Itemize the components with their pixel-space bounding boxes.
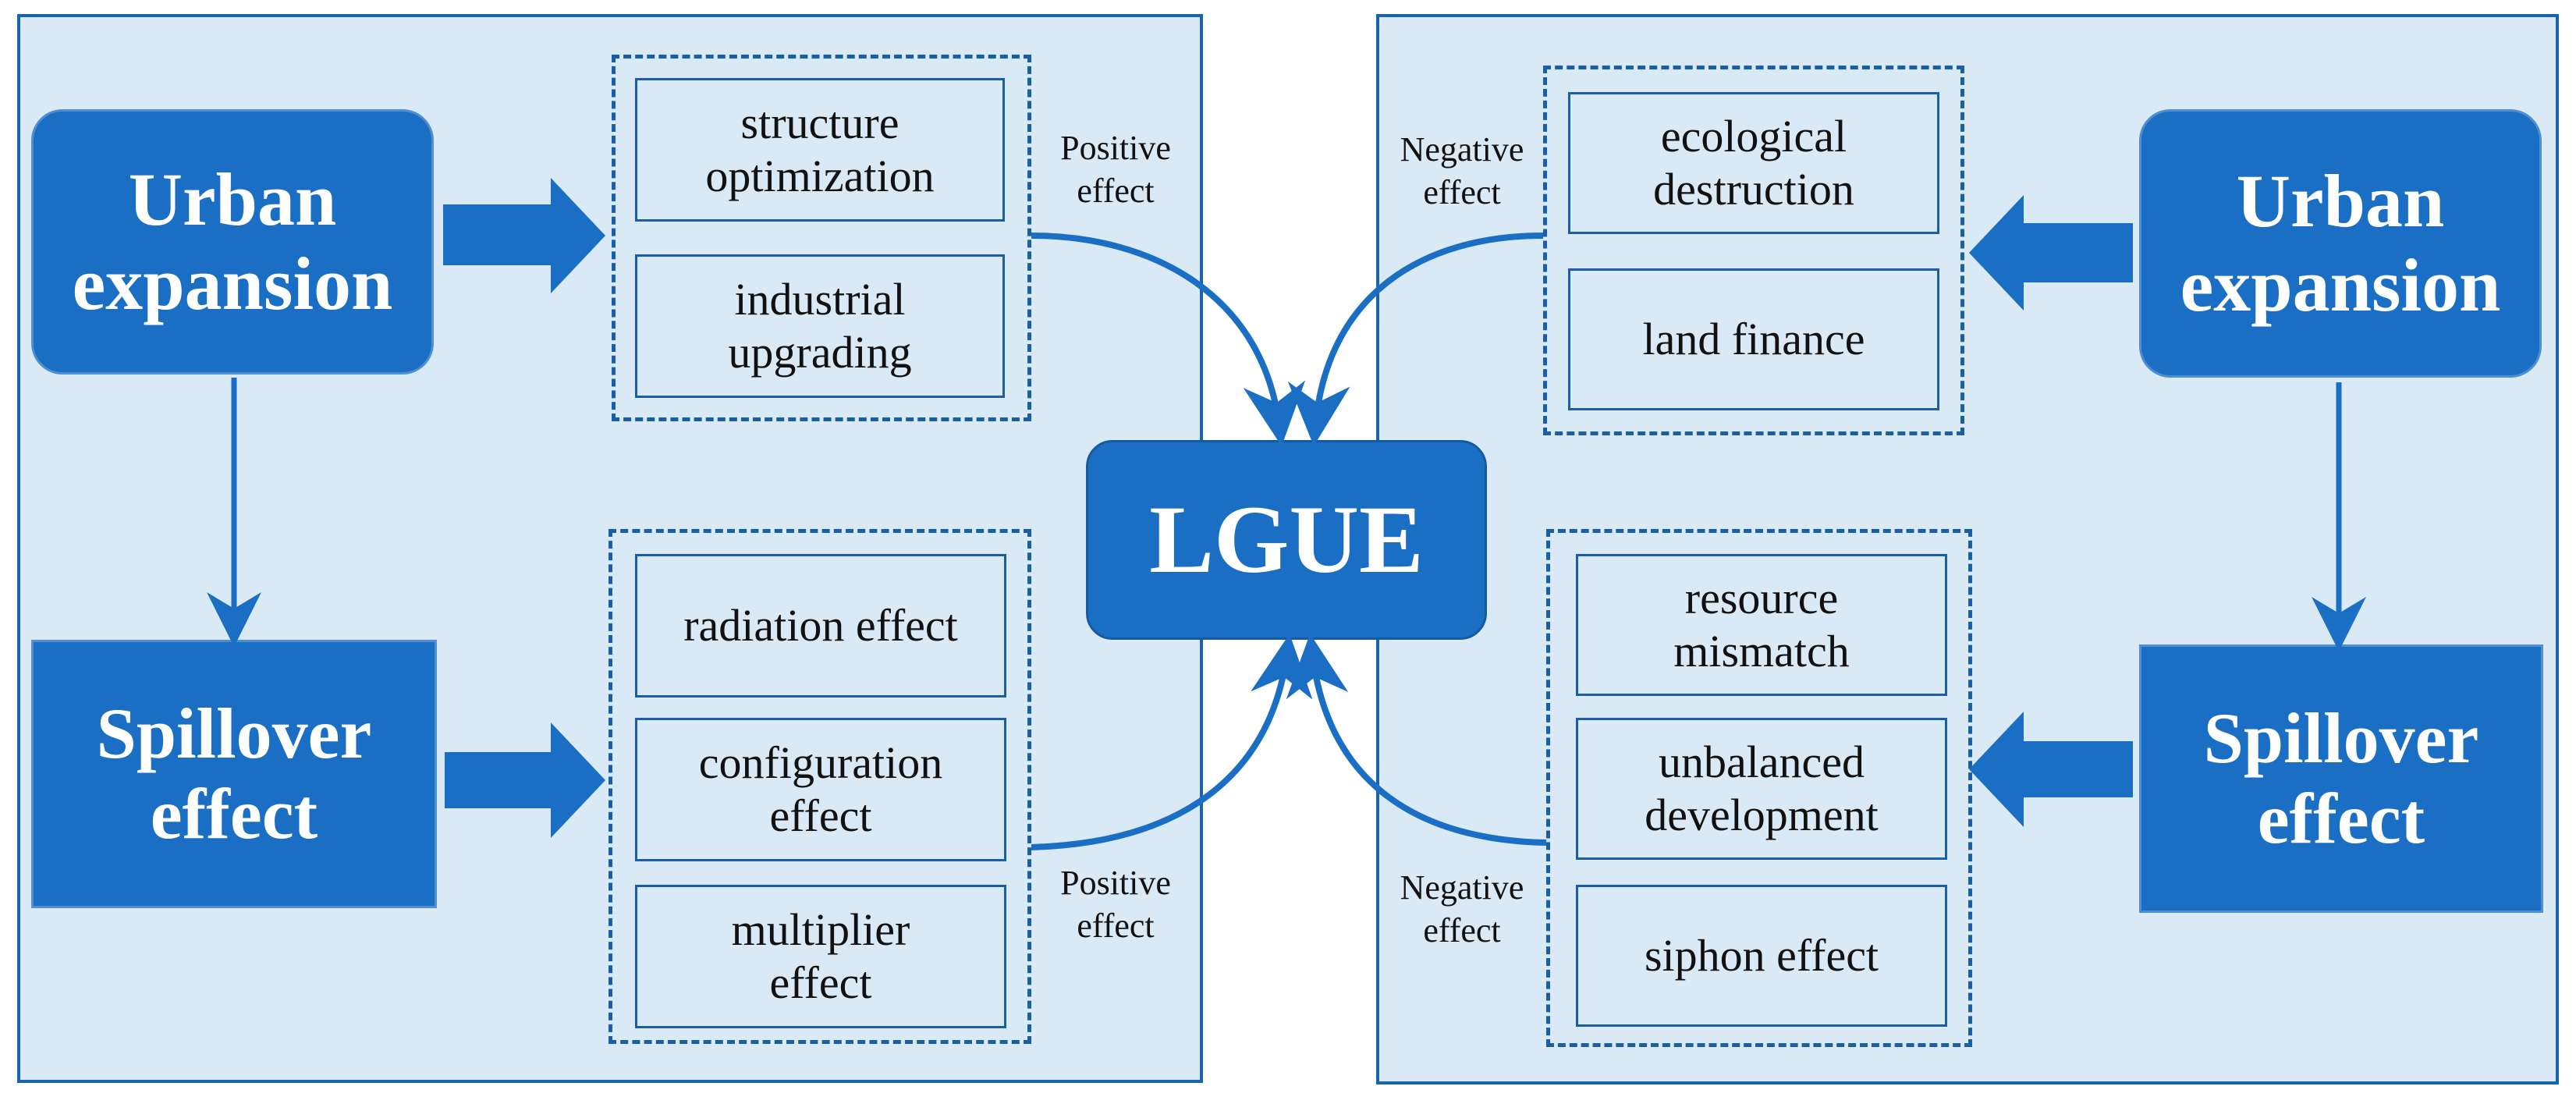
left-top-mechanism-group — [612, 55, 1031, 421]
multiplier-effect-item: multiplier effect — [635, 885, 1006, 1028]
left-top-effect-label: Positive effect — [1060, 129, 1171, 210]
configuration-effect-item: configuration effect — [635, 718, 1006, 861]
left-bottom-effect-label: Positive effect — [1060, 864, 1171, 945]
land-finance-item: land finance — [1568, 268, 1939, 410]
structure-optimization-item: structure optimization — [635, 78, 1005, 222]
right-urban-expansion-box: Urban expansion — [2139, 109, 2542, 378]
right-bottom-effect-label: Negative effect — [1400, 868, 1524, 950]
ecological-destruction-item: ecological destruction — [1568, 92, 1939, 234]
lgue-box: LGUE — [1086, 440, 1487, 640]
right-top-mechanism-group — [1543, 66, 1964, 435]
left-urban-expansion-box: Urban expansion — [31, 109, 434, 375]
right-top-effect-label: Negative effect — [1400, 130, 1524, 211]
radiation-effect-item: radiation effect — [635, 554, 1006, 698]
siphon-effect-item: siphon effect — [1576, 885, 1947, 1027]
resource-mismatch-item: resource mismatch — [1576, 554, 1947, 696]
right-spillover-effect-box: Spillover effect — [2139, 644, 2543, 913]
left-spillover-effect-box: Spillover effect — [31, 640, 437, 908]
industrial-upgrading-item: industrial upgrading — [635, 254, 1005, 398]
left-bottom-mechanism-group — [609, 529, 1031, 1044]
unbalanced-development-item: unbalanced development — [1576, 718, 1947, 860]
